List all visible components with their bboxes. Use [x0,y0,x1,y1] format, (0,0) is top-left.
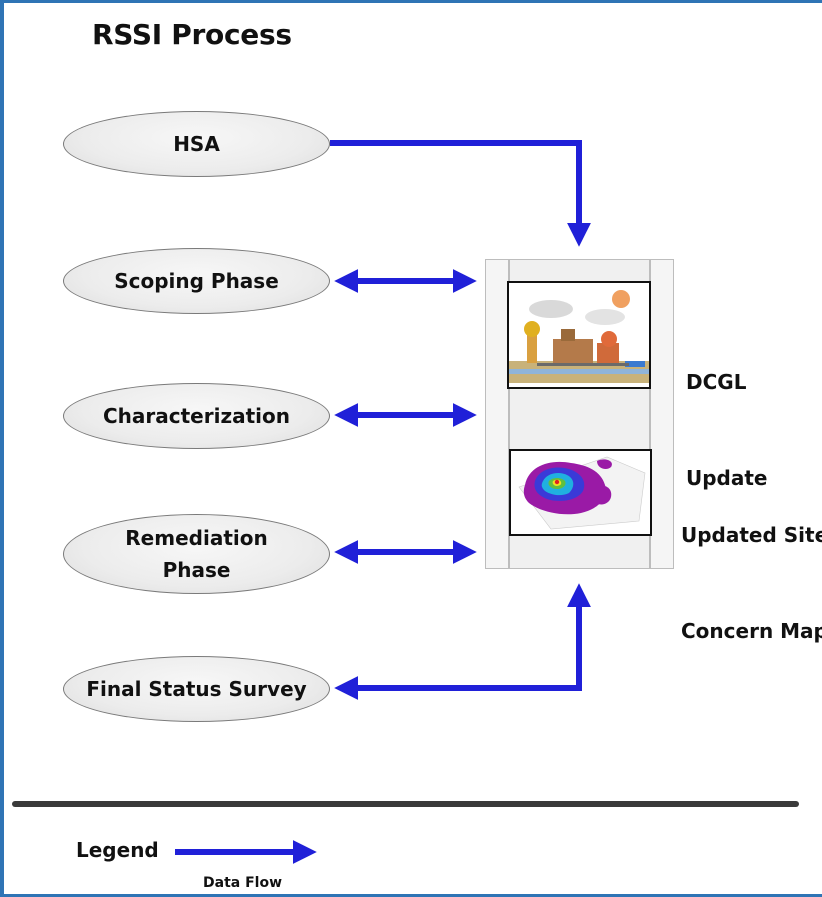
concern-map-label-line1: Updated Site [681,523,822,547]
dcgl-update-label-line1: DCGL [686,370,747,394]
legend-title: Legend [76,838,159,862]
node-hsa: HSA [63,111,330,177]
diagram-title: RSSI Process [92,18,292,51]
node-characterization: Characterization [63,383,330,449]
concern-map-label: Updated Site Concern Map [681,455,822,679]
legend-divider [12,801,799,807]
node-scoping-phase-label: Scoping Phase [114,269,279,293]
panel-right-column [650,259,674,569]
concern-map-label-line2: Concern Map [681,619,822,643]
node-final-status-survey: Final Status Survey [63,656,330,722]
node-remediation-phase-label-line1: Remediation [125,526,268,550]
dcgl-site-model-image [507,281,651,389]
legend-data-flow-label: Data Flow [203,875,282,891]
panel-left-column [485,259,509,569]
node-final-status-survey-label: Final Status Survey [86,677,307,701]
concern-map-image [509,449,652,536]
node-remediation-phase-label-line2: Phase [162,558,231,582]
site-model-illustration [509,283,649,387]
node-remediation-phase: Remediation Phase [63,514,330,594]
dcgl-update-label: DCGL Update [686,302,768,526]
dcgl-update-label-line2: Update [686,466,768,490]
node-scoping-phase: Scoping Phase [63,248,330,314]
node-characterization-label: Characterization [102,404,290,428]
concern-map-illustration [511,451,650,534]
arrow-hsa-to-panel [330,140,591,247]
node-hsa-label: HSA [173,132,220,156]
arrow-final-status-survey-bidirectional [334,583,591,700]
